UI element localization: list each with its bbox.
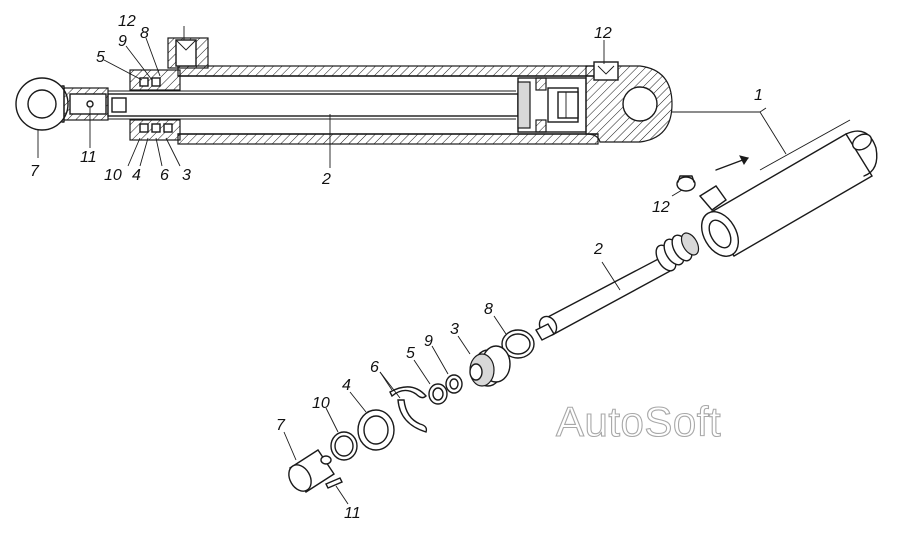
piston-rod xyxy=(107,90,519,120)
ring-5 xyxy=(413,359,448,405)
label-top-7: 7 xyxy=(30,163,40,180)
label-exp-3: 3 xyxy=(450,321,459,338)
rod-eye-7 xyxy=(283,431,335,493)
gland-head xyxy=(129,69,181,141)
label-exp-7: 7 xyxy=(276,417,286,434)
watermark: AutoSoft xyxy=(555,397,722,445)
label-exp-6: 6 xyxy=(370,359,379,376)
split-rings-6 xyxy=(379,371,428,433)
label-top-9: 9 xyxy=(118,33,127,50)
plug-12 xyxy=(671,175,696,197)
label-top-8: 8 xyxy=(140,25,149,42)
ring-9 xyxy=(431,345,463,394)
guide-bushing-3 xyxy=(457,335,511,387)
label-exp-2: 2 xyxy=(593,241,603,258)
label-exp-4: 4 xyxy=(342,377,351,394)
exploded-view: 1 12 2 8 3 9 5 6 4 10 7 11 xyxy=(276,87,878,522)
label-exp-11: 11 xyxy=(344,505,361,522)
label-top-11: 11 xyxy=(80,149,97,166)
cylinder-body-exploded xyxy=(698,119,878,257)
wiper-4 xyxy=(349,391,395,451)
leader-lines-top xyxy=(37,26,605,168)
direction-arrow xyxy=(715,155,749,171)
label-exp-9: 9 xyxy=(424,333,433,350)
oring-8 xyxy=(493,315,535,359)
sectional-view: 12 8 9 5 12 7 11 10 4 6 3 2 xyxy=(15,13,760,188)
label-exp-10: 10 xyxy=(312,395,330,412)
label-top-4: 4 xyxy=(132,167,141,184)
label-exp-12: 12 xyxy=(652,199,670,216)
piston xyxy=(517,77,587,133)
piston-rod-exploded xyxy=(535,232,700,341)
rod-piston-threads xyxy=(655,232,700,272)
label-top-2: 2 xyxy=(321,171,331,188)
label-exp-8: 8 xyxy=(484,301,493,318)
leader-1 xyxy=(759,111,787,155)
label-top-10: 10 xyxy=(104,167,122,184)
label-top-6: 6 xyxy=(160,167,169,184)
label-top-12-right: 12 xyxy=(594,25,612,42)
label-top-3: 3 xyxy=(182,167,191,184)
label-exp-1: 1 xyxy=(754,87,763,104)
label-top-5: 5 xyxy=(96,49,105,66)
rod-eye-left xyxy=(15,77,109,131)
rear-end-cap xyxy=(585,61,760,143)
pin-11 xyxy=(325,477,349,505)
label-exp-5: 5 xyxy=(406,345,415,362)
port-fitting-left xyxy=(167,37,209,69)
snap-ring-10 xyxy=(325,407,358,461)
label-top-12-left: 12 xyxy=(118,13,136,30)
